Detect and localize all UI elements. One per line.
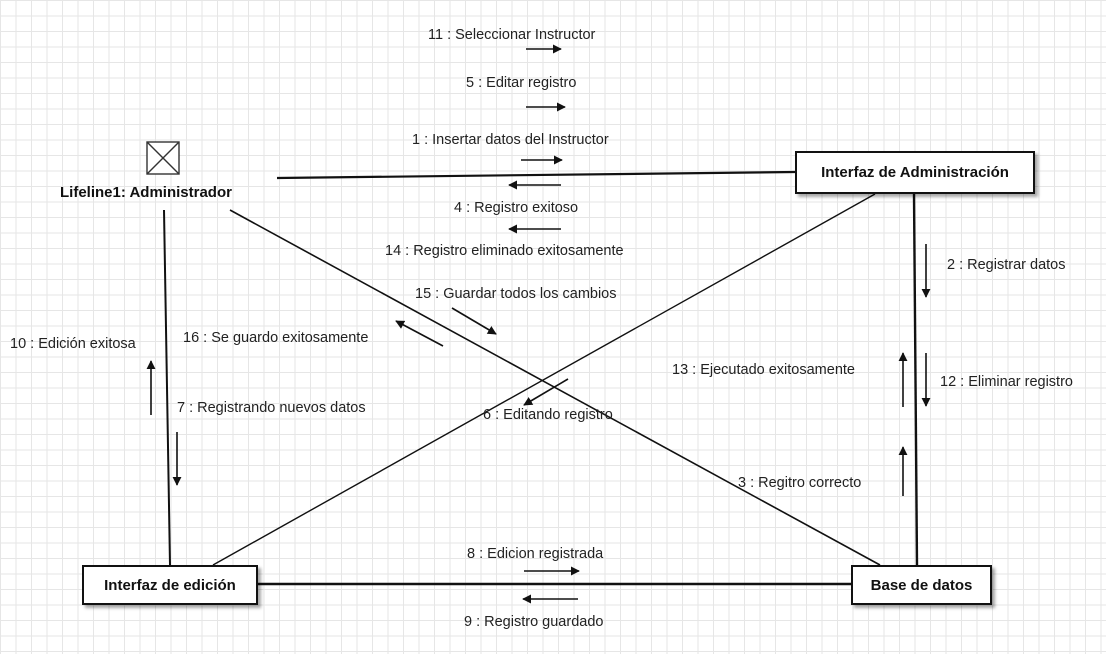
object-interfaz-de-administracion[interactable]: Interfaz de Administración — [795, 151, 1035, 194]
message-13-label: 13 : Ejecutado exitosamente — [672, 362, 855, 378]
actor-administrador[interactable]: Lifeline1: Administrador — [60, 184, 232, 201]
arrow-6 — [523, 378, 569, 406]
message-7-label: 7 : Registrando nuevos datos — [177, 400, 366, 416]
link-admin-interface-to-edit-interface[interactable] — [212, 193, 876, 566]
message-12-label: 12 : Eliminar registro — [940, 374, 1073, 390]
object-base-de-datos[interactable]: Base de datos — [851, 565, 992, 605]
arrow-15 — [451, 307, 497, 335]
arrow-16 — [395, 320, 444, 347]
message-4-label: 4 : Registro exitoso — [454, 200, 579, 216]
link-admin-to-admin-interface[interactable] — [276, 170, 796, 180]
message-11-label: 11 : Seleccionar Instructor — [428, 27, 596, 43]
message-3-label: 3 : Regitro correcto — [738, 475, 862, 491]
message-15-label: 15 : Guardar todos los cambios — [415, 286, 617, 302]
message-9-label: 9 : Registro guardado — [464, 614, 604, 630]
message-10-label: 10 : Edición exitosa — [10, 336, 136, 352]
message-1-label: 1 : Insertar datos del Instructor — [412, 132, 609, 148]
message-14-label: 14 : Registro eliminado exitosamente — [385, 243, 624, 259]
actor-icon — [146, 141, 180, 175]
link-admin-interface-to-database[interactable] — [912, 193, 919, 566]
message-16-label: 16 : Se guardo exitosamente — [183, 330, 369, 346]
message-2-label: 2 : Registrar datos — [947, 257, 1066, 273]
message-6-label: 6 : Editando registro — [483, 407, 613, 423]
message-8-label: 8 : Edicion registrada — [467, 546, 604, 562]
link-admin-to-edit-interface[interactable] — [163, 209, 171, 566]
object-interfaz-de-edicion[interactable]: Interfaz de edición — [82, 565, 258, 605]
message-5-label: 5 : Editar registro — [466, 75, 577, 91]
